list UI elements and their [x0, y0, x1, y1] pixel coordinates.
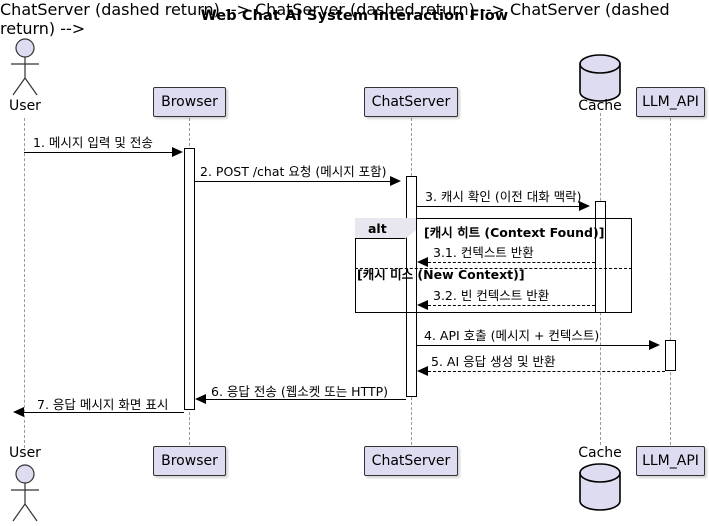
activation-chatserver: [406, 176, 417, 397]
message-label-5: 5. AI 응답 생성 및 반환: [431, 354, 556, 369]
diagram-title: Web Chat AI System Interaction Flow: [200, 8, 509, 24]
message-arrowhead-3-2: [417, 300, 428, 310]
lifeline-llm-api: [670, 118, 671, 445]
message-arrowhead-4: [649, 340, 660, 350]
message-label-3-1: 3.1. 컨텍스트 반환: [433, 245, 534, 260]
alt-fragment-frame: [355, 218, 632, 313]
database-cylinder-icon: [579, 54, 621, 102]
participant-llm-api-bottom[interactable]: LLM_API: [636, 446, 705, 476]
message-label-6: 6. 응답 전송 (웹소켓 또는 HTTP): [211, 384, 389, 399]
message-line-4: [417, 345, 649, 346]
message-arrowhead-3: [579, 201, 590, 211]
alt-fragment-operator-label: alt: [355, 218, 417, 239]
message-label-4: 4. API 호출 (메시지 + 컨텍스트): [424, 328, 600, 343]
participant-browser-bottom[interactable]: Browser: [153, 446, 226, 476]
database-cylinder-icon: [579, 463, 621, 511]
actor-stick-figure-icon: [11, 464, 39, 522]
activation-browser: [184, 148, 195, 410]
message-line-3-2: [428, 305, 595, 306]
message-arrowhead-7: [13, 407, 24, 417]
database-cache-bottom[interactable]: [577, 463, 623, 511]
actor-stick-figure-icon: [11, 38, 39, 96]
message-line-7: [24, 412, 184, 413]
message-label-3: 3. 캐시 확인 (이전 대화 맥락): [425, 189, 582, 204]
message-line-6: [206, 399, 406, 400]
participant-browser-top[interactable]: Browser: [153, 87, 226, 117]
message-arrowhead-5: [417, 366, 428, 376]
message-label-7: 7. 응답 메시지 화면 표시: [37, 397, 169, 412]
alt-guard-condition-1: [캐시 히트 (Context Found)]: [424, 225, 605, 240]
actor-user-bottom: [6, 464, 44, 524]
actor-user-top: [6, 38, 44, 98]
message-line-2: [195, 181, 390, 182]
message-label-3-2: 3.2. 빈 컨텍스트 반환: [433, 288, 550, 303]
activation-llm-api: [665, 340, 676, 371]
message-line-5: [428, 371, 665, 372]
database-label-cache-top: Cache: [578, 98, 622, 114]
lifeline-user: [24, 118, 25, 448]
message-line-3-1: [428, 262, 595, 263]
database-cache-top[interactable]: [577, 54, 623, 102]
alt-guard-condition-2: [캐시 미스 (New Context)]: [357, 267, 525, 282]
message-arrowhead-3-1: [417, 257, 428, 267]
actor-label-user-top: User: [9, 98, 41, 114]
message-arrowhead-1: [172, 147, 183, 157]
participant-llm-api-top[interactable]: LLM_API: [636, 87, 705, 117]
participant-chatserver-bottom[interactable]: ChatServer: [364, 446, 458, 476]
message-arrowhead-6: [195, 394, 206, 404]
participant-chatserver-top[interactable]: ChatServer: [364, 87, 458, 117]
alt-fragment-divider: [355, 268, 632, 269]
actor-label-user-bottom: User: [9, 445, 41, 461]
message-label-2: 2. POST /chat 요청 (메시지 포함): [200, 164, 387, 179]
database-label-cache-bottom: Cache: [578, 445, 622, 461]
message-label-1: 1. 메시지 입력 및 전송: [33, 135, 153, 150]
message-line-3: [417, 206, 579, 207]
message-line-1: [24, 152, 173, 153]
message-arrowhead-2: [390, 176, 401, 186]
